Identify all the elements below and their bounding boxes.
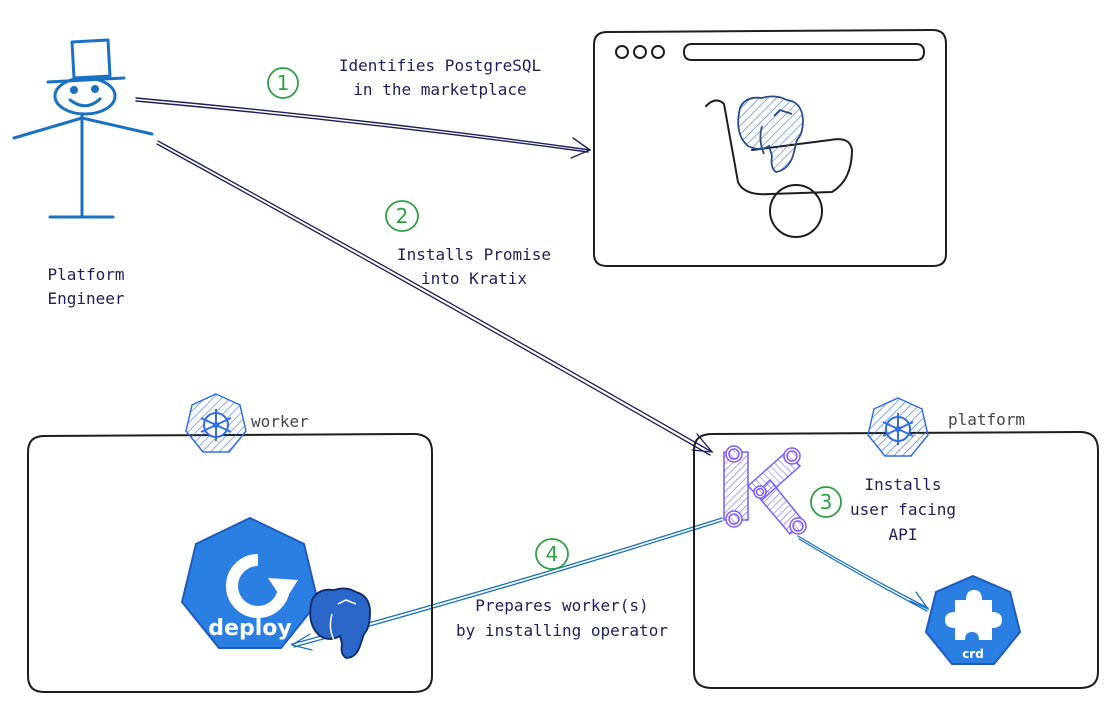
step-2-text-line2: into Kratix xyxy=(421,269,527,288)
platform-engineer-figure xyxy=(12,38,154,219)
kratix-logo xyxy=(723,445,807,536)
kubernetes-icon-platform xyxy=(867,397,929,457)
platform-cluster: platform crd xyxy=(693,397,1099,689)
arrow-step3 xyxy=(797,535,930,612)
step-1-text-line2: in the marketplace xyxy=(353,80,526,99)
step-2-text-line1: Installs Promise xyxy=(397,245,551,264)
crd-icon: crd xyxy=(924,574,1022,665)
step-4-text-line2: by installing operator xyxy=(456,621,668,640)
step-3-number: 3 xyxy=(820,490,833,514)
actor-label-line2: Engineer xyxy=(47,289,124,308)
step-4-number: 4 xyxy=(546,542,559,566)
deploy-icon: deploy xyxy=(180,516,320,649)
step-1-number: 1 xyxy=(277,71,290,95)
step-3-text-line3: API xyxy=(889,525,918,544)
platform-cluster-label: platform xyxy=(948,410,1025,429)
arrow-step1 xyxy=(135,97,592,159)
step-4-text-line1: Prepares worker(s) xyxy=(475,596,648,615)
worker-cluster: worker deploy xyxy=(27,393,433,693)
step-3-text-line1: Installs xyxy=(864,475,941,494)
step-1-text-line1: Identifies PostgreSQL xyxy=(339,56,541,75)
step-4: 4 Prepares worker(s) by installing opera… xyxy=(456,538,668,640)
step-3-text-line2: user facing xyxy=(850,500,956,519)
postgresql-icon-marketplace xyxy=(737,95,804,173)
kubernetes-icon-worker xyxy=(185,393,247,453)
step-2-number: 2 xyxy=(396,204,409,228)
actor-label-line1: Platform xyxy=(47,265,124,284)
step-1: 1 Identifies PostgreSQL in the marketpla… xyxy=(267,56,541,99)
worker-cluster-label: worker xyxy=(251,412,309,431)
marketplace-browser-window xyxy=(593,28,947,267)
shopping-cart-icon xyxy=(705,99,854,238)
arrow-step2 xyxy=(156,140,714,456)
step-2: 2 Installs Promise into Kratix xyxy=(385,200,551,288)
postgresql-icon-worker xyxy=(309,587,371,659)
step-3: 3 Installs user facing API xyxy=(810,475,956,544)
crd-icon-label: crd xyxy=(962,647,984,661)
deploy-icon-label: deploy xyxy=(208,616,291,641)
